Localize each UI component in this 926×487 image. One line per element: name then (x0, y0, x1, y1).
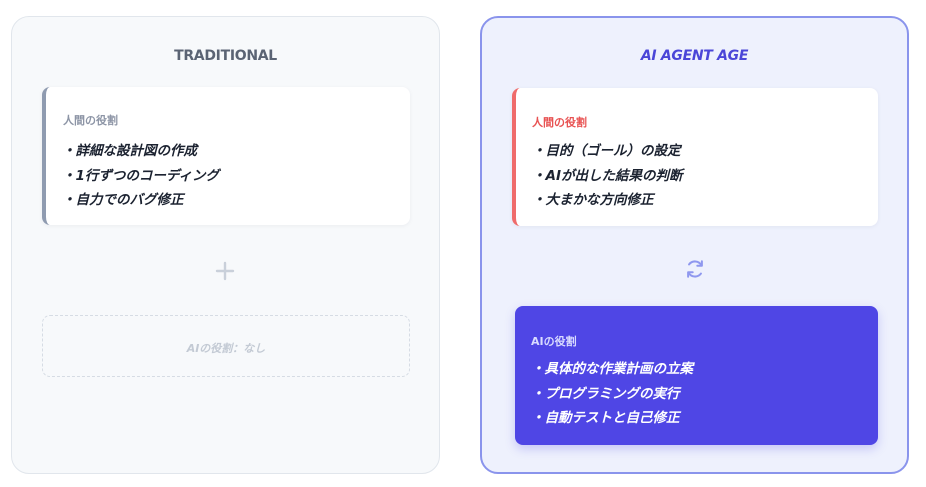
ai-agent-ai-role-list: ・具体的な作業計画の立案 ・プログラミングの実行 ・自動テストと自己修正 (531, 357, 693, 431)
ai-agent-age-panel: AI AGENT AGE 人間の役割 ・目的（ゴール）の設定 ・AIが出した結果… (480, 16, 909, 474)
traditional-ai-role-text: AIの役割：なし (186, 342, 266, 355)
traditional-title: TRADITIONAL (174, 48, 277, 64)
list-item: ・プログラミングの実行 (531, 385, 680, 402)
traditional-human-role-label: 人間の役割 (63, 114, 118, 127)
traditional-human-role-card: 人間の役割 ・詳細な設計図の作成 ・1行ずつのコーディング ・自力でのバグ修正 (42, 87, 410, 225)
list-item: ・自力でのバグ修正 (62, 192, 184, 208)
ai-agent-ai-role-card: AIの役割 ・具体的な作業計画の立案 ・プログラミングの実行 ・自動テストと自己… (515, 306, 878, 445)
list-item: ・詳細な設計図の作成 (62, 143, 197, 159)
list-item: ・AIが出した結果の判断 (532, 167, 683, 184)
plus-icon (215, 261, 235, 281)
sync-icon (687, 260, 703, 278)
list-item: ・大まかな方向修正 (532, 192, 654, 208)
list-item: ・目的（ゴール）の設定 (532, 143, 681, 159)
traditional-ai-role-card: AIの役割：なし (42, 315, 410, 377)
ai-agent-ai-role-label: AIの役割 (531, 335, 577, 348)
traditional-human-role-list: ・詳細な設計図の作成 ・1行ずつのコーディング ・自力でのバグ修正 (62, 139, 219, 213)
list-item: ・具体的な作業計画の立案 (531, 361, 693, 377)
traditional-panel: TRADITIONAL 人間の役割 ・詳細な設計図の作成 ・1行ずつのコーディン… (11, 16, 440, 474)
ai-agent-age-title: AI AGENT AGE (640, 48, 749, 64)
ai-agent-human-role-card: 人間の役割 ・目的（ゴール）の設定 ・AIが出した結果の判断 ・大まかな方向修正 (512, 88, 878, 226)
list-item: ・1行ずつのコーディング (62, 167, 219, 184)
list-item: ・自動テストと自己修正 (531, 410, 680, 426)
ai-agent-human-role-list: ・目的（ゴール）の設定 ・AIが出した結果の判断 ・大まかな方向修正 (532, 139, 682, 213)
ai-agent-human-role-label: 人間の役割 (532, 116, 587, 129)
